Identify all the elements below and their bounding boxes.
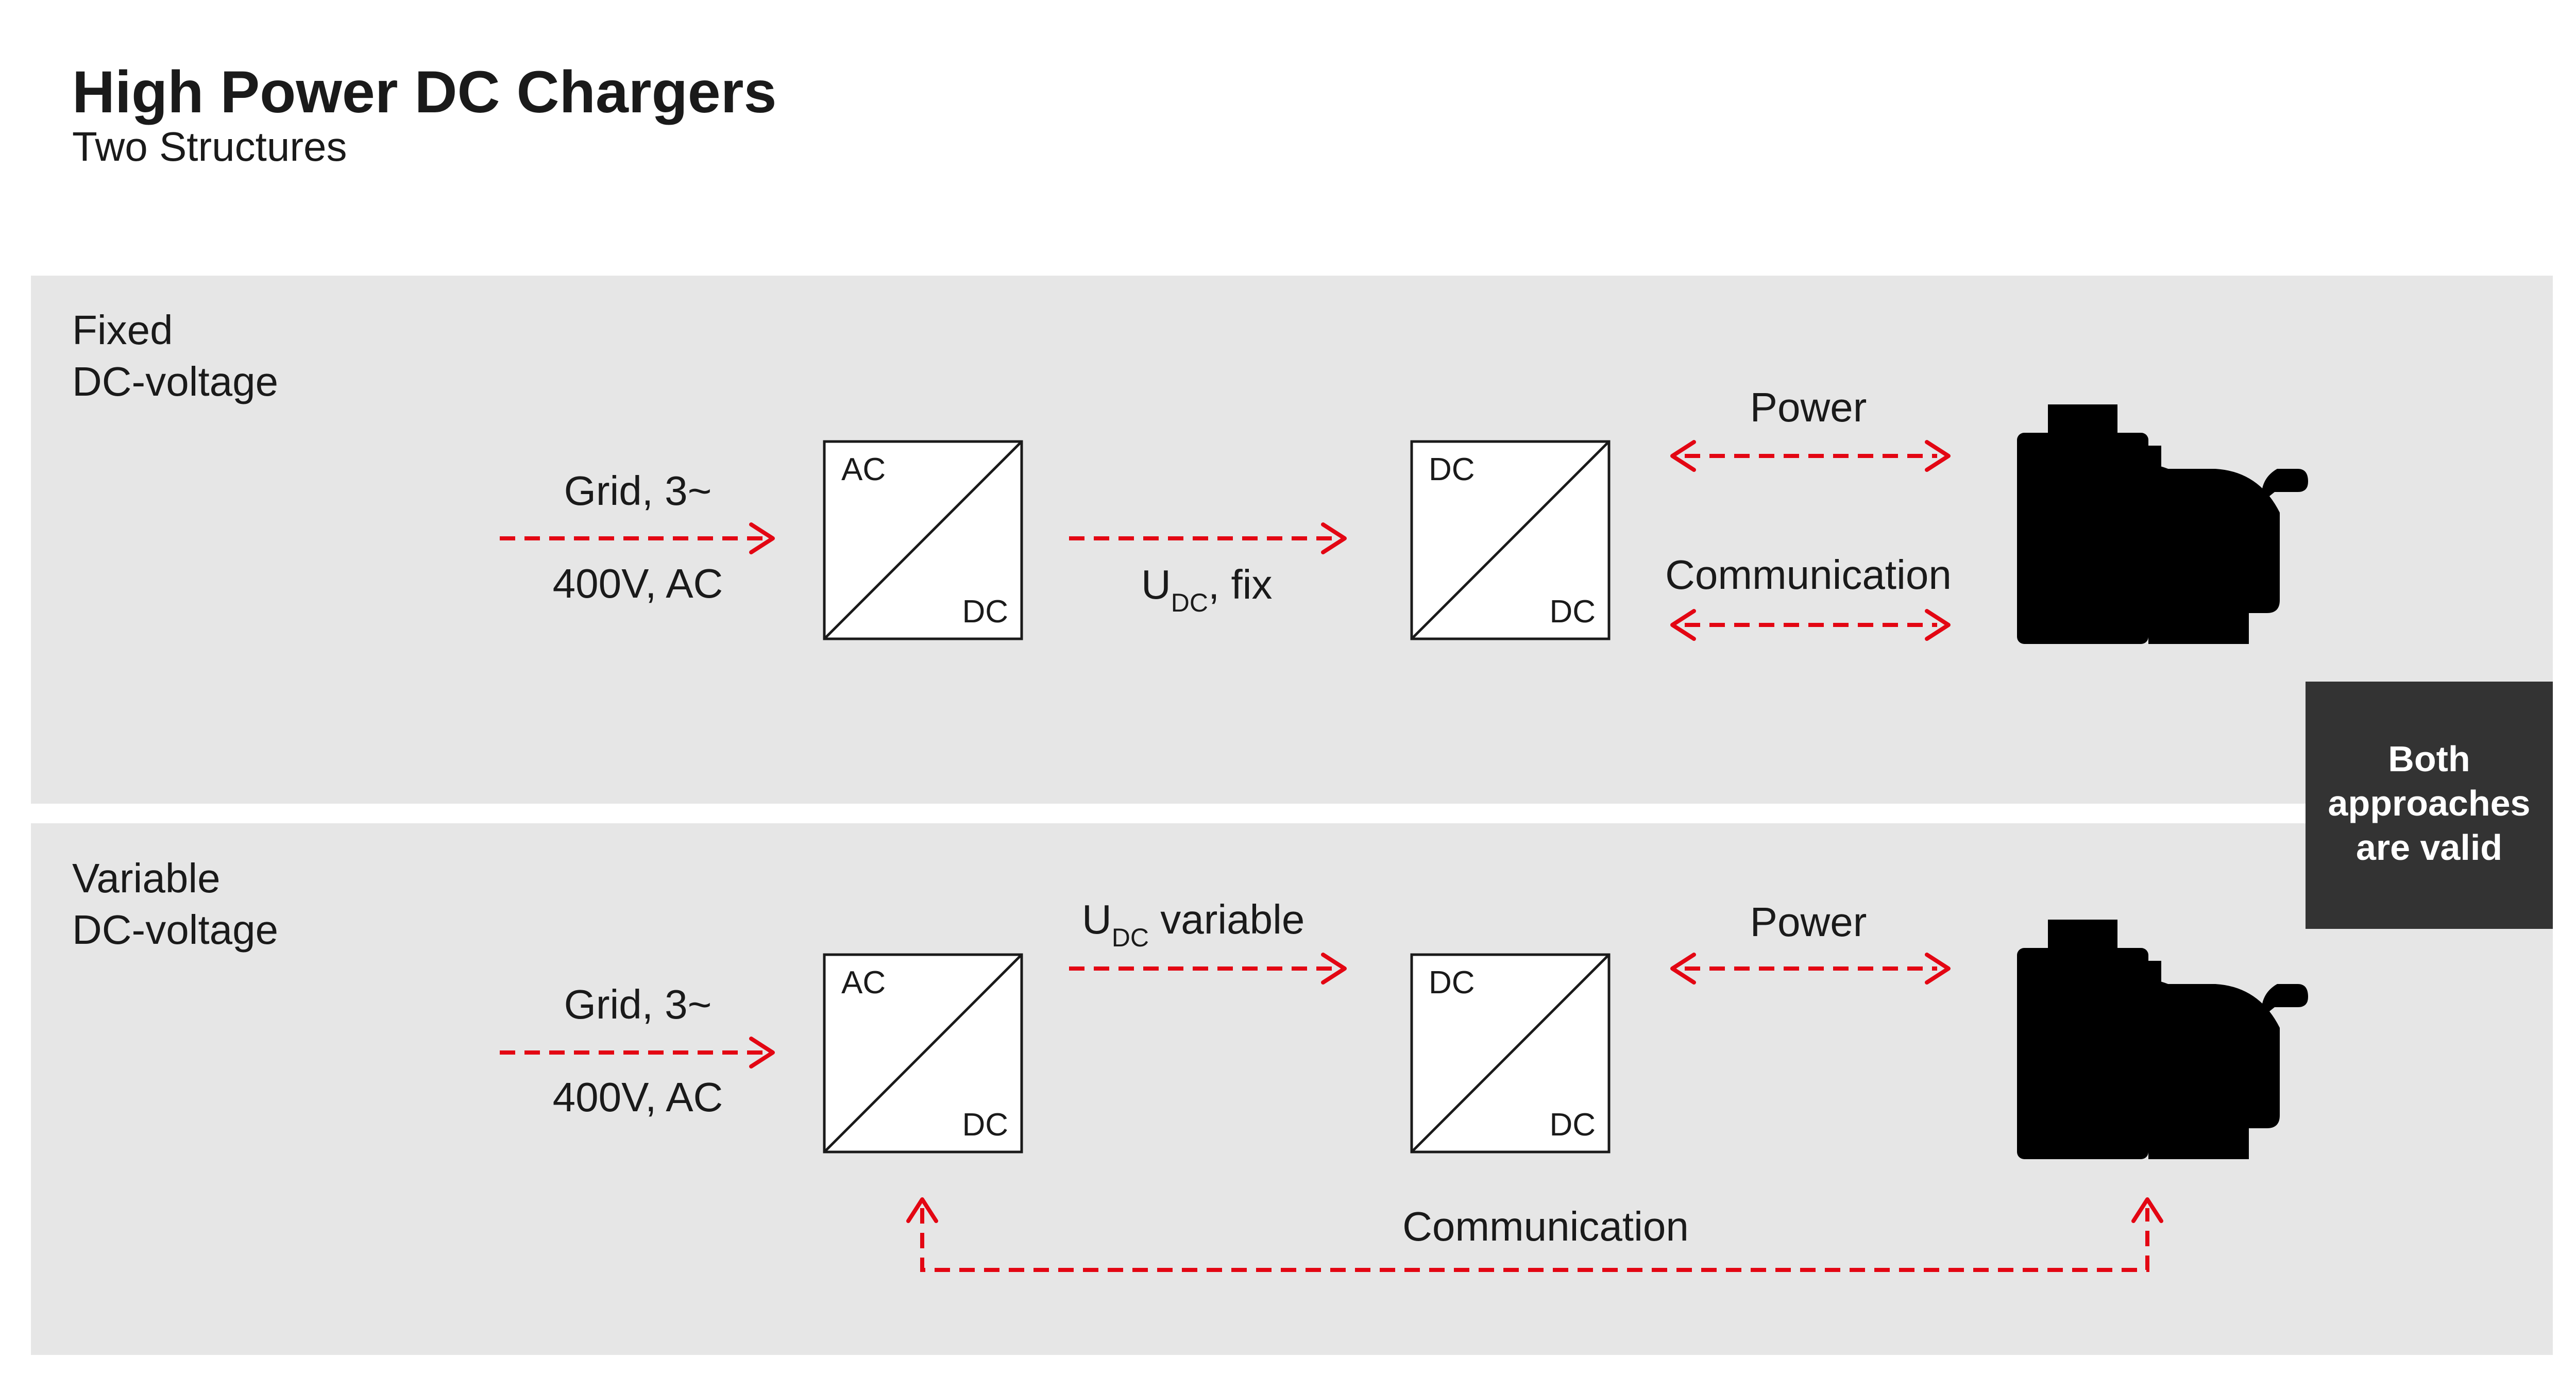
converter-output-label: DC <box>962 1107 1008 1143</box>
power-arrow-head-left <box>1670 440 1696 472</box>
fixed-dc-structure: Fixed DC-voltage Grid, 3~ 400V, AC AC DC… <box>72 307 2308 644</box>
dc-link-arrow-head <box>1321 953 1347 985</box>
grid-arrow-head <box>749 522 775 554</box>
section-label-line1: Fixed <box>72 307 173 353</box>
converter-input-label: DC <box>1429 965 1475 1000</box>
communication-loop-arrow <box>920 1208 2149 1272</box>
communication-arrow-head-right <box>1925 609 1951 641</box>
grid-arrow-head <box>749 1037 775 1068</box>
grid-label: Grid, 3~ <box>564 981 712 1027</box>
power-label: Power <box>1750 899 1867 945</box>
dc-dc-converter: DC DC <box>1410 953 1611 1154</box>
variable-dc-structure: Variable DC-voltage Grid, 3~ 400V, AC AC… <box>72 855 2308 1272</box>
page-title: High Power DC Chargers <box>72 59 776 125</box>
page-subtitle: Two Structures <box>72 124 347 169</box>
section-label-line2: DC-voltage <box>72 907 278 953</box>
communication-arrow-head-right <box>2131 1197 2163 1223</box>
converter-input-label: DC <box>1429 452 1475 487</box>
dc-dc-converter: DC DC <box>1410 440 1611 640</box>
badge-line1: Both <box>2388 739 2470 779</box>
dc-link-label: UDC variable <box>1082 896 1304 952</box>
dc-link-label: UDC, fix <box>1141 562 1272 617</box>
converter-output-label: DC <box>962 594 1008 630</box>
power-arrow-head-right <box>1925 440 1951 472</box>
converter-output-label: DC <box>1549 1107 1596 1143</box>
converter-output-label: DC <box>1549 594 1596 630</box>
converter-input-label: AC <box>841 452 886 487</box>
communication-arrow-head-left <box>906 1197 938 1223</box>
power-label: Power <box>1750 384 1867 430</box>
power-arrow-head-right <box>1925 953 1951 985</box>
power-arrow-head-left <box>1670 953 1696 985</box>
communication-arrow-head-left <box>1670 609 1696 641</box>
section-label-line2: DC-voltage <box>72 359 278 404</box>
grid-voltage-label: 400V, AC <box>553 1074 723 1120</box>
badge-line2: approaches <box>2328 783 2531 823</box>
grid-voltage-label: 400V, AC <box>553 561 723 606</box>
grid-label: Grid, 3~ <box>564 468 712 514</box>
ac-dc-converter: AC DC <box>823 440 1023 640</box>
dc-link-arrow-head <box>1321 522 1347 554</box>
conclusion-badge: Both approaches are valid <box>2306 682 2553 929</box>
converter-input-label: AC <box>841 965 886 1000</box>
section-label-line1: Variable <box>72 855 221 901</box>
communication-label: Communication <box>1402 1203 1689 1249</box>
communication-label: Communication <box>1665 552 1952 598</box>
ac-dc-converter: AC DC <box>823 953 1023 1154</box>
badge-line3: are valid <box>2356 827 2502 868</box>
